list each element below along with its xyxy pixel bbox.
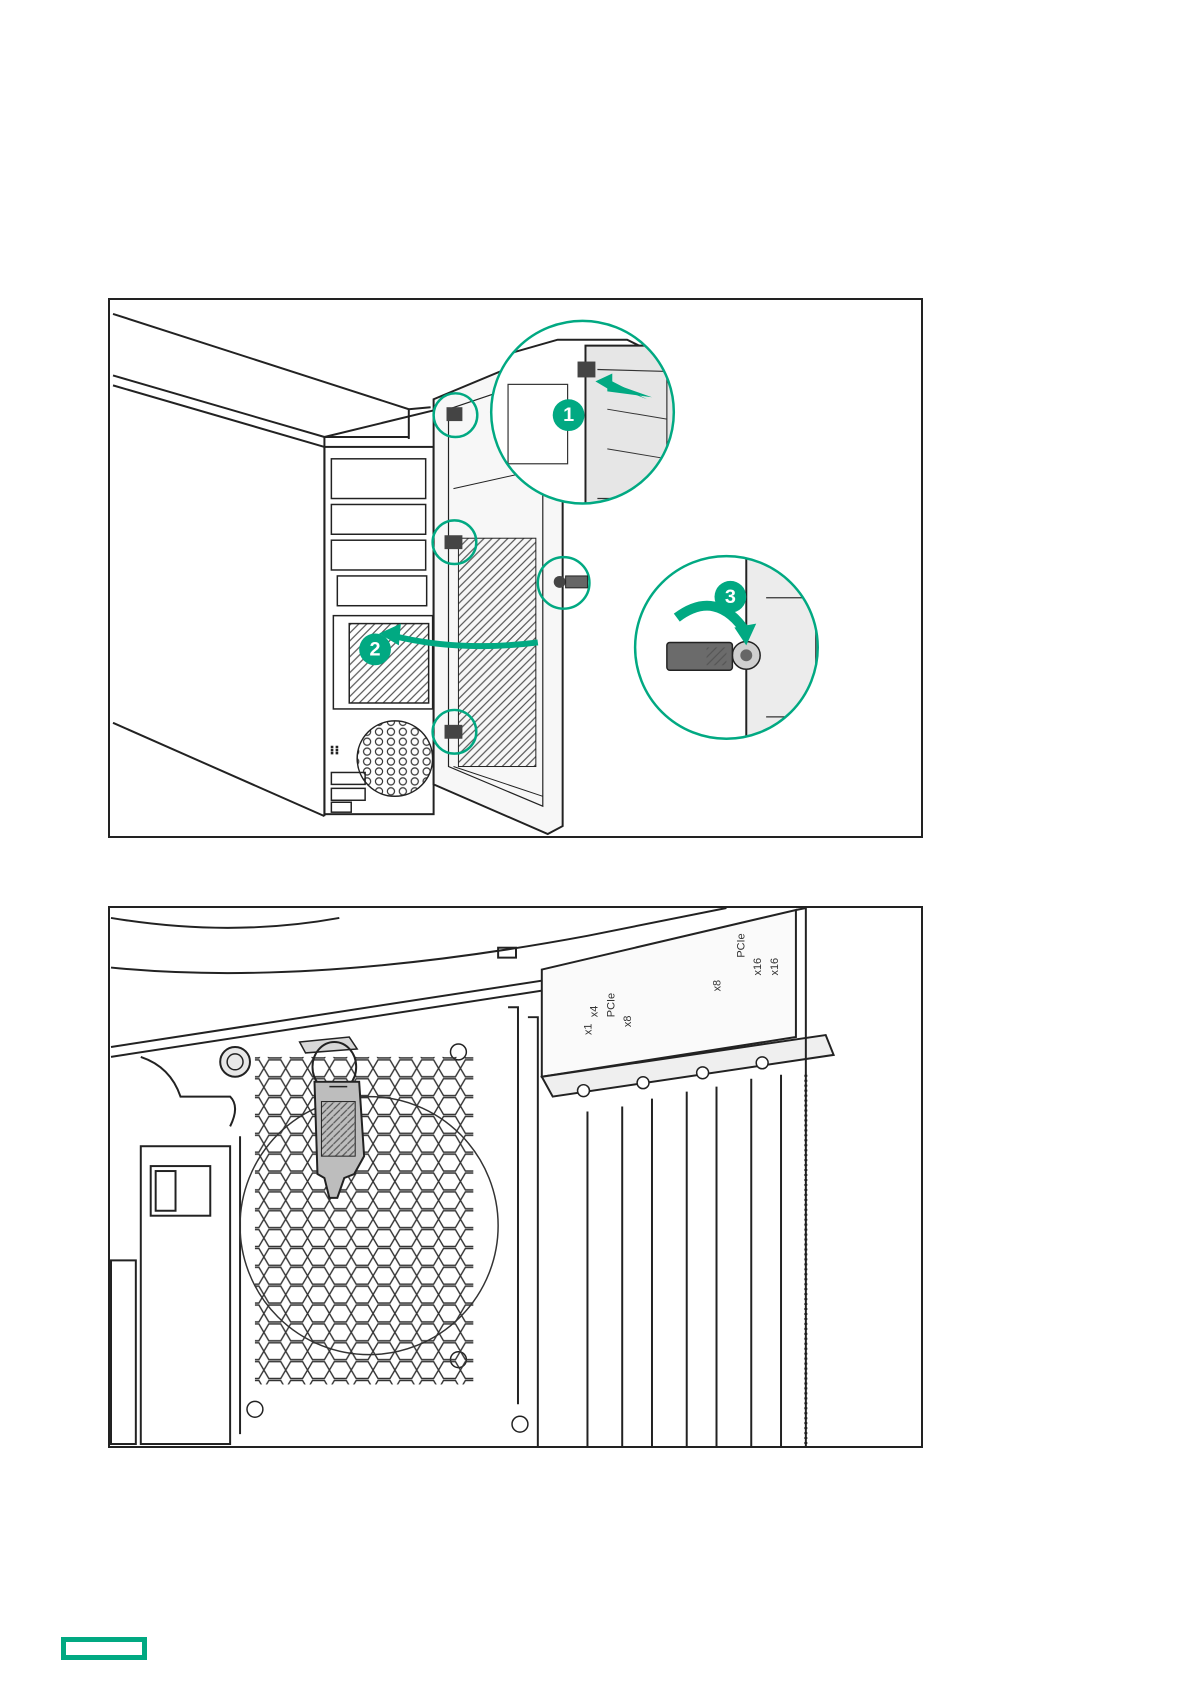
zoom-detail-3: 3 [627, 548, 826, 747]
bottom-hinge [445, 725, 463, 739]
callout-3: 3 [715, 581, 747, 613]
slot-label-pcie-left: PCIe [605, 993, 617, 1017]
rear-panel-drawing: PCIe x8 x1 x4 x8 PCIe x16 x16 [110, 908, 921, 1446]
slot-label-x16-a: x16 [752, 958, 764, 976]
rear-panel-key-storage-illustration: PCIe x8 x1 x4 x8 PCIe x16 x16 [108, 906, 923, 1448]
slot-label-x4: x4 [588, 1006, 600, 1018]
key-in-lock [566, 576, 588, 588]
expansion-slots [542, 908, 834, 1446]
middle-hinge [445, 535, 463, 549]
front-bezel-removal-illustration: ::: 2 [108, 298, 923, 838]
thumbscrew-left [220, 1047, 250, 1077]
svg-text::::: ::: [328, 746, 340, 755]
hpe-logo-icon [61, 1637, 147, 1660]
svg-text:2: 2 [370, 638, 381, 660]
callout-1: 1 [553, 399, 585, 431]
svg-text:1: 1 [563, 404, 574, 426]
slot-label-x1: x1 [582, 1024, 594, 1036]
fan-grille [240, 1057, 498, 1385]
slot-label-x16-b: x16 [769, 958, 781, 976]
front-bezel-drawing: ::: 2 [110, 300, 921, 836]
bezel-lock [554, 576, 566, 588]
slot-label-pcie-right: PCIe [735, 933, 747, 957]
svg-text:3: 3 [725, 586, 736, 608]
chassis-front-panel: ::: [324, 447, 433, 814]
callout-2: 2 [359, 634, 391, 666]
top-hinge [447, 407, 463, 421]
slot-label-x8-b: x8 [711, 980, 723, 992]
slot-label-x8-a: x8 [622, 1016, 634, 1028]
